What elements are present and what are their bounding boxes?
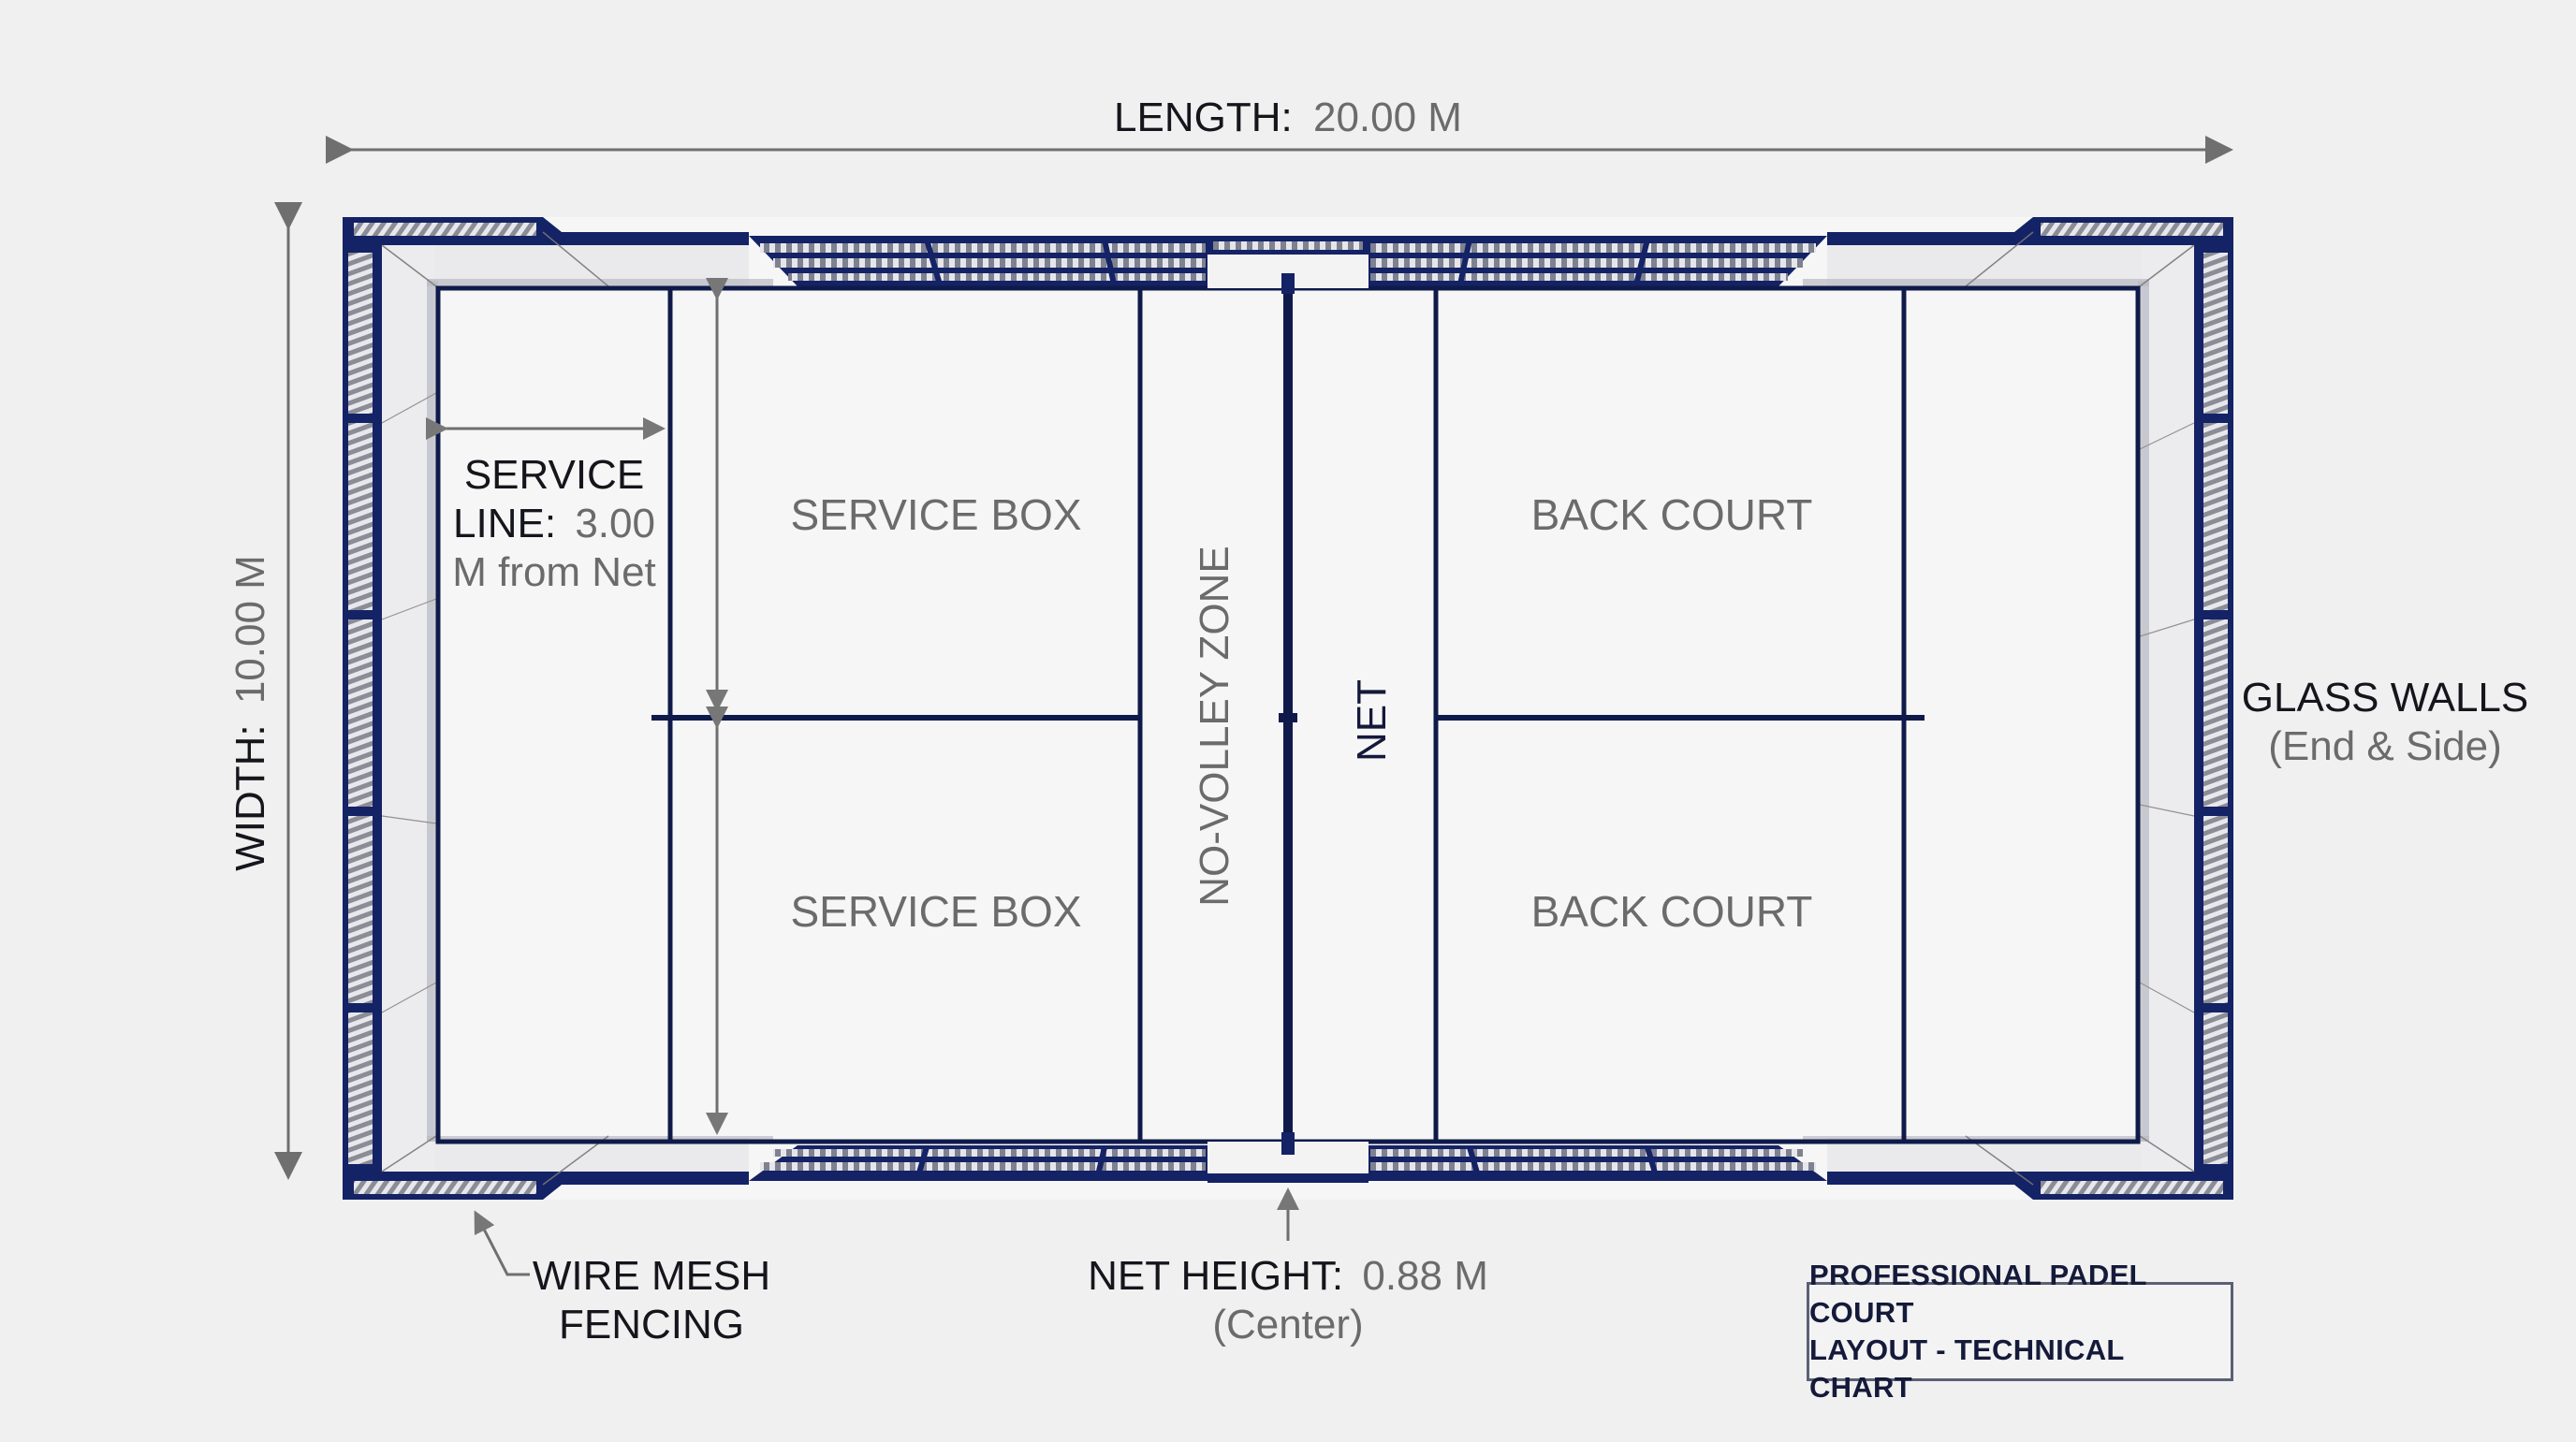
wire-mesh-pointer-icon — [474, 1210, 530, 1276]
chart-title-line-2: LAYOUT - TECHNICAL CHART — [1809, 1333, 2125, 1404]
service-line-text-1: SERVICE — [464, 452, 644, 498]
net — [1279, 273, 1297, 1155]
no-volley-zone-label: NO-VOLLEY ZONE — [1192, 546, 1237, 907]
glass-walls-title: GLASS WALLS — [2242, 675, 2529, 721]
top-wire-mesh-fence — [749, 236, 1827, 286]
service-line-annotation: SERVICE LINE: 3.00 M from Net — [426, 278, 728, 1135]
service-box-top-label: SERVICE BOX — [790, 490, 1081, 539]
length-dimension: LENGTH: 20.00 M — [326, 95, 2233, 164]
net-label: NET — [1349, 679, 1395, 762]
net-height-subtitle: (Center) — [1212, 1302, 1363, 1347]
width-label: WIDTH: 10.00 M — [227, 555, 273, 871]
service-line-text-2: LINE: 3.00 — [453, 501, 655, 546]
wire-mesh-annotation: WIRE MESH FENCING — [474, 1210, 770, 1347]
net-height-text: NET HEIGHT: 0.88 M — [1088, 1253, 1488, 1299]
back-court-top-label: BACK COURT — [1531, 490, 1813, 539]
service-line-text-3: M from Net — [452, 549, 656, 595]
service-box-bottom-label: SERVICE BOX — [790, 887, 1081, 936]
net-height-annotation: NET HEIGHT: 0.88 M (Center) — [1088, 1187, 1488, 1347]
back-court-bottom-label: BACK COURT — [1531, 887, 1813, 936]
wire-mesh-text-1: WIRE MESH — [533, 1253, 770, 1299]
net-post-top — [1281, 273, 1295, 294]
width-dimension: WIDTH: 10.00 M — [227, 202, 302, 1180]
bottom-wire-mesh-fence — [749, 1145, 1827, 1183]
glass-walls-annotation: GLASS WALLS (End & Side) — [2242, 675, 2529, 769]
chart-title-box: PROFESSIONAL PADEL COURT LAYOUT - TECHNI… — [1807, 1259, 2233, 1404]
chart-title-line-1: PROFESSIONAL PADEL COURT — [1809, 1259, 2147, 1329]
net-post-bottom — [1281, 1132, 1295, 1155]
wire-mesh-text-2: FENCING — [559, 1302, 744, 1347]
length-label: LENGTH: 20.00 M — [1114, 95, 1462, 140]
glass-walls-subtitle: (End & Side) — [2268, 723, 2501, 769]
